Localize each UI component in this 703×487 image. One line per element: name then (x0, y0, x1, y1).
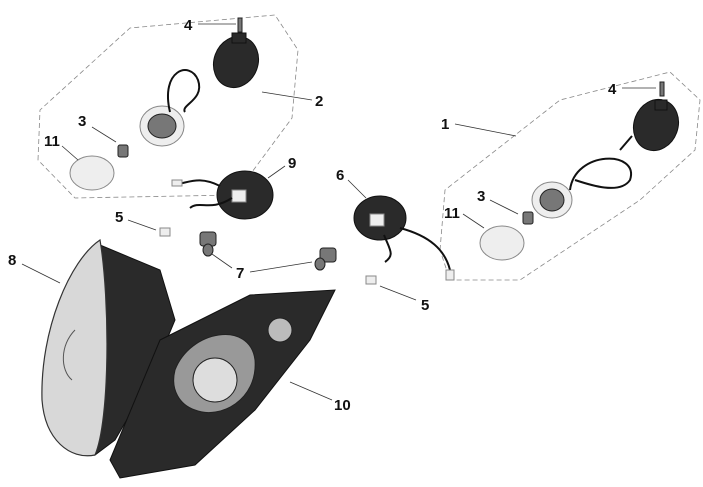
callout-11-left: 11 (44, 133, 60, 150)
callout-2: 2 (315, 93, 323, 110)
callout-9: 9 (288, 155, 296, 172)
harness-6 (353, 195, 455, 281)
leader-lines (21, 23, 656, 401)
callout-11-right: 11 (444, 205, 460, 222)
bulbs-and-holders (159, 227, 377, 285)
screw-right (659, 81, 665, 97)
callout-3-right: 3 (477, 188, 485, 205)
callout-3-left: 3 (78, 113, 86, 130)
callout-10: 10 (334, 397, 351, 414)
turn-signal-left (69, 17, 260, 191)
callout-1: 1 (441, 116, 449, 133)
harness-9 (171, 170, 274, 220)
callout-8: 8 (8, 252, 16, 269)
callout-6: 6 (336, 167, 344, 184)
lens-left (69, 155, 115, 191)
group-outline-right (439, 71, 701, 281)
bulb-left (117, 144, 129, 158)
turn-signal-right (479, 81, 680, 261)
callout-7: 7 (236, 265, 244, 282)
callout-4-left: 4 (184, 17, 193, 34)
headlight-right (109, 289, 336, 479)
bulb-right (522, 211, 534, 225)
headlight-left (41, 238, 176, 457)
callout-4-right: 4 (608, 81, 617, 98)
callout-5-left: 5 (115, 209, 123, 226)
lens-right (479, 225, 525, 261)
screw-left (237, 17, 243, 33)
callout-5-right: 5 (421, 297, 429, 314)
group-outline-left (37, 14, 299, 199)
